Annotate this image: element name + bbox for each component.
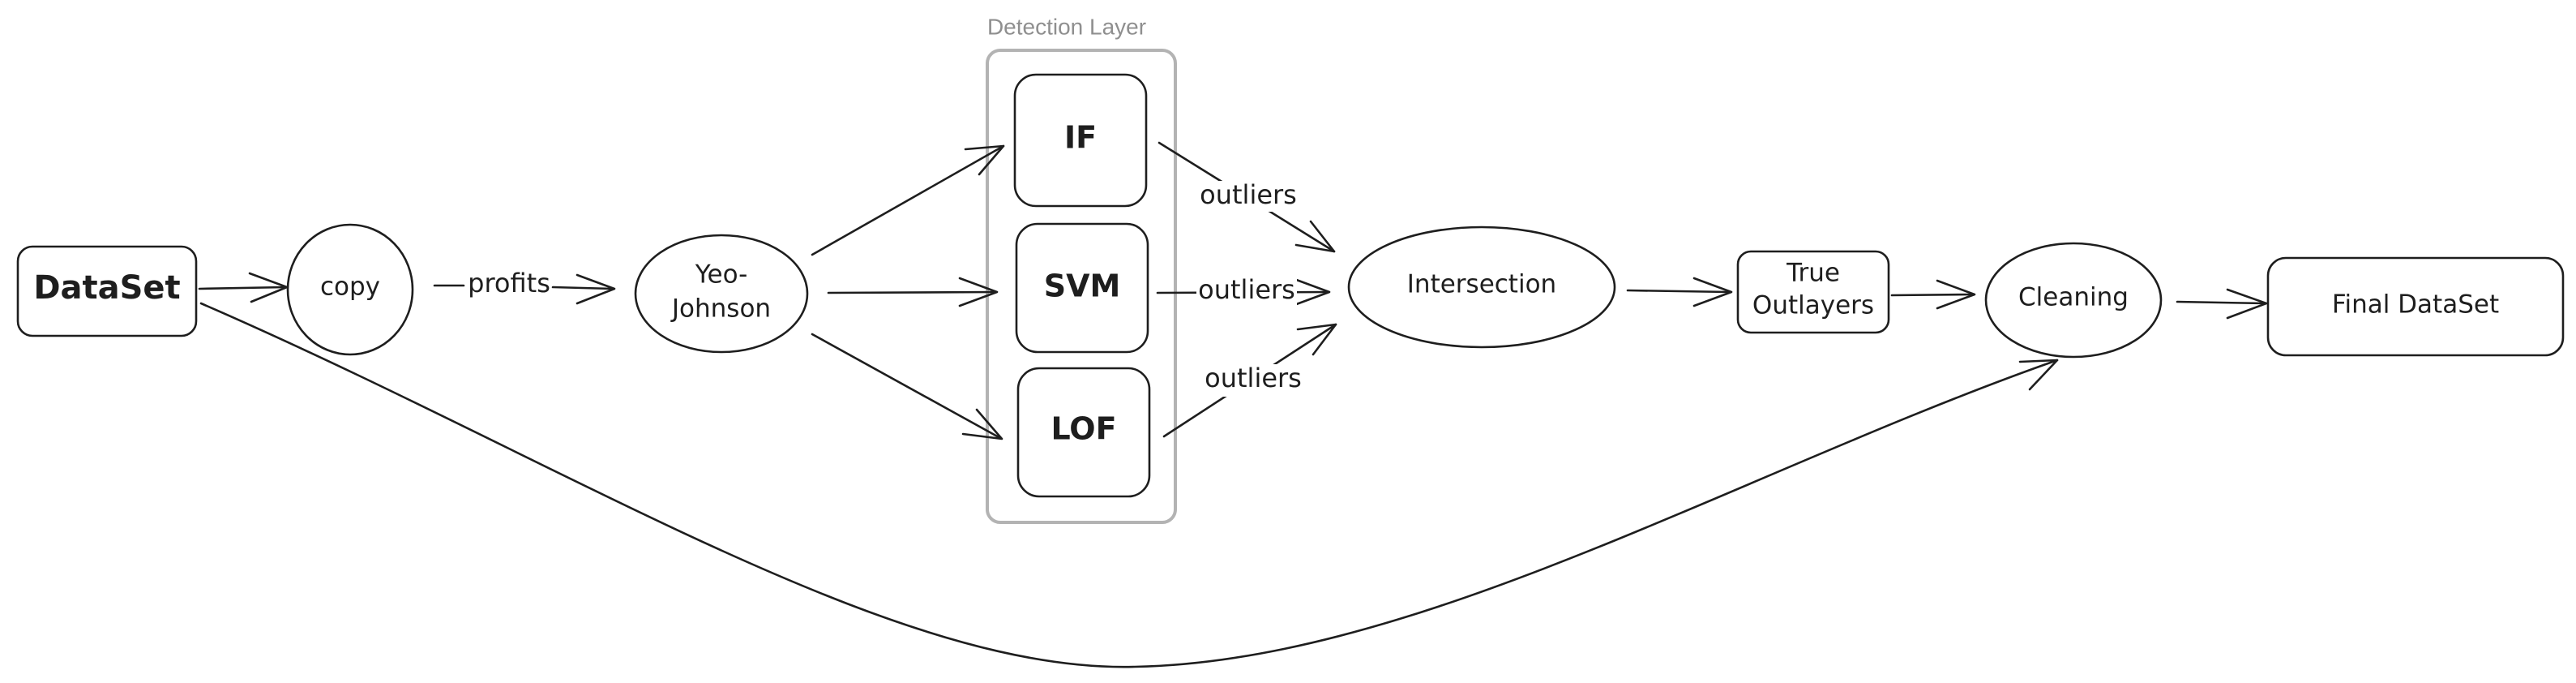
node-cleaning-label: Cleaning: [2018, 283, 2129, 312]
nodes: DataSet copy Yeo- Johnson IF SVM LOF: [16, 73, 2565, 498]
edge-label-outliers-if: outliers: [1200, 179, 1297, 210]
detection-layer-frame: [986, 49, 1177, 524]
node-svm[interactable]: SVM: [1015, 222, 1149, 354]
node-if[interactable]: IF: [1013, 73, 1148, 208]
node-cleaning[interactable]: Cleaning: [1984, 242, 2163, 359]
edge-label-profits: profits: [468, 268, 550, 299]
edge-yeo-johnson-to-if: [811, 144, 1005, 256]
node-dataset[interactable]: DataSet: [16, 245, 198, 337]
node-yeo-johnson[interactable]: Yeo- Johnson: [634, 234, 809, 354]
edges: profits: [198, 141, 2268, 668]
node-yeo-johnson-label-line1: Yeo-: [695, 260, 748, 290]
node-true-outlayers[interactable]: True Outlayers: [1736, 250, 1890, 334]
edge-intersection-to-true-outlayers: [1626, 277, 1733, 307]
node-true-outlayers-label-line2: Outlayers: [1752, 291, 1874, 320]
edge-label-outliers-svm: outliers: [1198, 274, 1295, 305]
node-dataset-label: DataSet: [33, 269, 180, 307]
edge-yeo-johnson-to-lof: [811, 333, 1003, 440]
edge-yeo-johnson-to-svm: [827, 277, 999, 307]
node-intersection[interactable]: Intersection: [1347, 226, 1616, 349]
edge-true-outlayers-to-cleaning: [1890, 279, 1976, 310]
node-final-dataset-label: Final DataSet: [2332, 290, 2499, 320]
node-if-label: IF: [1064, 120, 1097, 156]
edge-copy-to-yeo-johnson: [433, 273, 616, 305]
node-final-dataset[interactable]: Final DataSet: [2266, 256, 2565, 357]
edge-label-outliers-lof: outliers: [1205, 363, 1302, 393]
node-yeo-johnson-label-line2: Johnson: [670, 294, 771, 324]
node-copy[interactable]: copy: [286, 223, 414, 356]
edge-dataset-to-copy: [198, 272, 289, 303]
node-intersection-label: Intersection: [1407, 270, 1556, 299]
detection-layer-group: Detection Layer: [986, 14, 1177, 524]
node-copy-label: copy: [320, 273, 380, 302]
outliers-labels: outliers outliers outliers: [1196, 179, 1303, 397]
node-lof-label: LOF: [1051, 411, 1116, 447]
node-true-outlayers-label-line1: True: [1786, 259, 1840, 288]
edge-dataset-to-cleaning: [199, 302, 2059, 668]
node-svm-label: SVM: [1044, 268, 1121, 304]
edge-cleaning-to-final-dataset: [2176, 288, 2268, 320]
detection-layer-label: Detection Layer: [987, 14, 1146, 39]
node-lof[interactable]: LOF: [1016, 367, 1151, 498]
